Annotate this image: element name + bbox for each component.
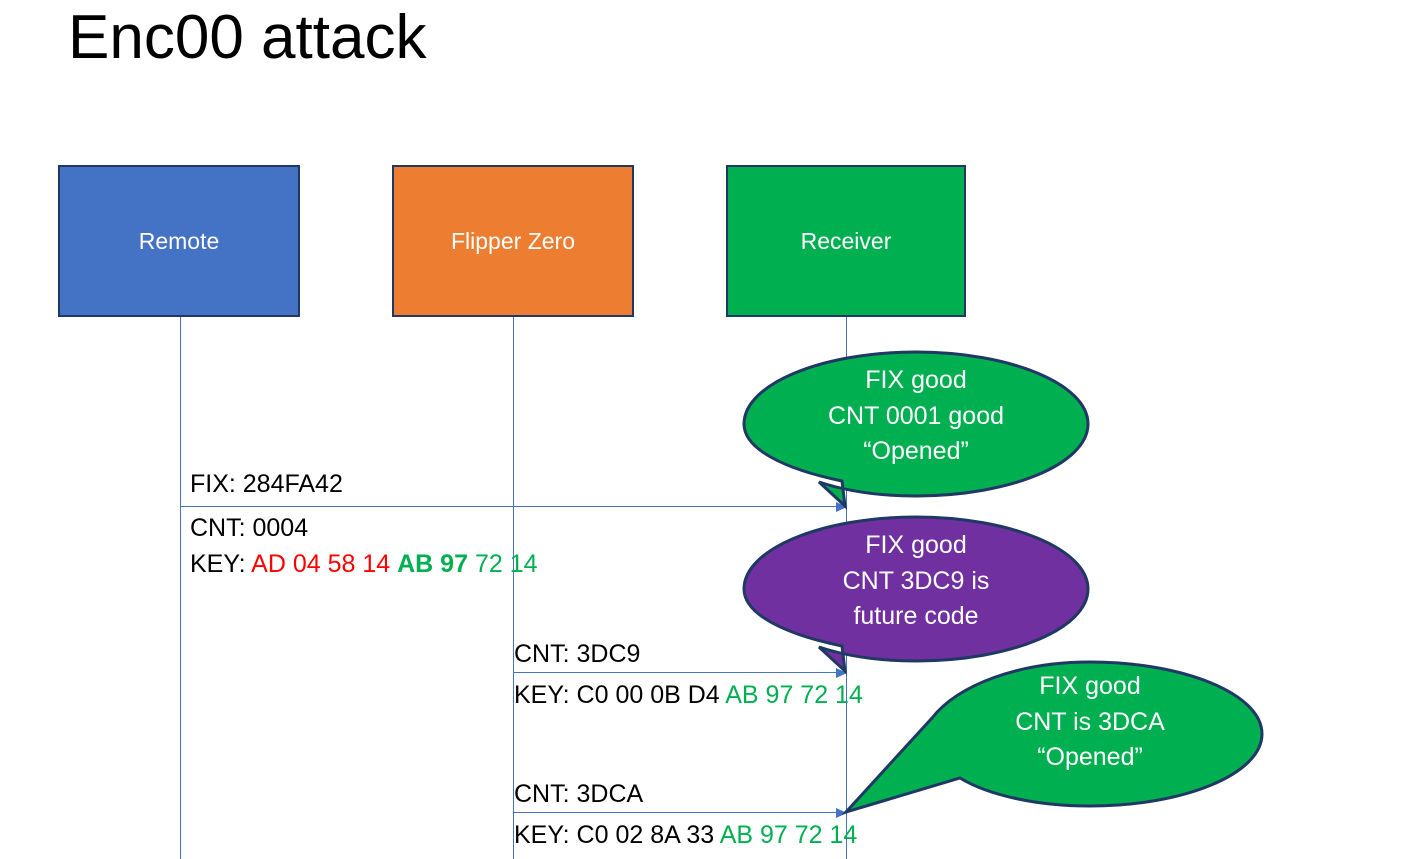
message-arrow-flipper-to-receiver-2 <box>514 808 847 818</box>
message-label-fix: FIX: 284FA42 <box>190 470 343 498</box>
key-prefix-1: KEY: <box>190 550 252 578</box>
key-green-bold-bytes-1: AB 97 <box>397 550 468 578</box>
actor-label-flipper: Flipper Zero <box>451 227 575 254</box>
message-arrow-remote-to-receiver <box>181 502 847 512</box>
key-green-bytes-2: AB 97 72 14 <box>725 681 863 709</box>
message-label-key-2: KEY: C0 00 0B D4 AB 97 72 14 <box>514 680 863 711</box>
key-space-b <box>468 550 475 578</box>
actor-box-flipper: Flipper Zero <box>392 165 634 317</box>
actor-label-receiver: Receiver <box>800 227 892 254</box>
callout-bubble-receiver-future: FIX good CNT 3DC9 is future code <box>742 515 1090 675</box>
key-red-bytes-1: AD 04 58 14 <box>251 550 391 578</box>
callout-shape-3 <box>841 660 1264 815</box>
callout-shape-2 <box>742 515 1090 675</box>
message-label-key-1: KEY: AD 04 58 14 AB 97 72 14 <box>190 549 538 580</box>
key-green-bytes-3: AB 97 72 14 <box>719 821 858 849</box>
actor-box-receiver: Receiver <box>726 165 966 317</box>
lifeline-remote <box>180 317 181 859</box>
message-label-cnt-2: CNT: 3DC9 <box>514 640 641 668</box>
message-label-cnt-3: CNT: 3DCA <box>514 780 644 808</box>
callout-bubble-receiver-ok-2: FIX good CNT is 3DCA “Opened” <box>841 660 1264 815</box>
actor-box-remote: Remote <box>58 165 300 317</box>
actor-label-remote: Remote <box>138 227 220 254</box>
key-prefix-2: KEY: C0 00 0B D4 <box>514 681 726 709</box>
lifeline-flipper <box>513 317 514 859</box>
callout-shape-1 <box>742 350 1090 510</box>
message-arrow-flipper-to-receiver-1 <box>514 668 847 678</box>
page-title: Enc00 attack <box>68 3 427 72</box>
callout-bubble-receiver-ok-1: FIX good CNT 0001 good “Opened” <box>742 350 1090 510</box>
key-prefix-3: KEY: C0 02 8A 33 <box>514 821 720 849</box>
key-green-bytes-1: 72 14 <box>474 550 538 578</box>
message-label-cnt-1: CNT: 0004 <box>190 514 309 542</box>
message-label-key-3: KEY: C0 02 8A 33 AB 97 72 14 <box>514 820 857 851</box>
